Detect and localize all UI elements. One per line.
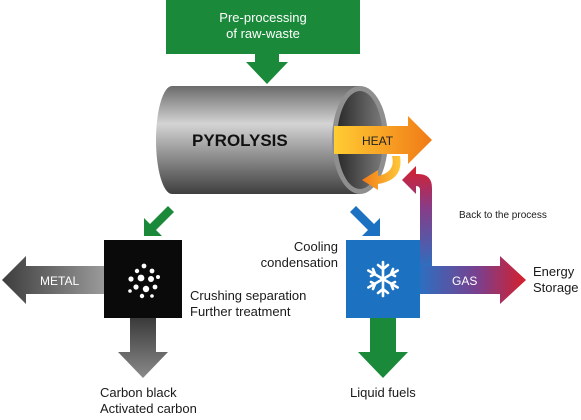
return-arrow — [402, 166, 432, 268]
pyrolysis-label: PYROLYSIS — [192, 131, 288, 150]
preprocess-box — [166, 0, 360, 54]
preprocess-line1: Pre-processing — [219, 10, 307, 25]
carbon-line1: Carbon black — [100, 385, 177, 400]
heat-label: HEAT — [362, 134, 394, 148]
preprocess-label: Pre-processing of raw-waste — [166, 10, 360, 42]
energy-label: Energy Storage — [533, 264, 579, 296]
liquid-arrow — [358, 318, 408, 378]
crushing-line1: Crushing separation — [190, 288, 307, 303]
energy-line2: Storage — [533, 280, 579, 295]
metal-label: METAL — [40, 274, 80, 288]
cooling-line1: Cooling — [293, 239, 338, 254]
gas-arrow — [420, 256, 526, 304]
dots-cluster-icon — [128, 263, 160, 299]
preprocess-arrow — [246, 54, 288, 84]
carbon-arrow — [118, 318, 168, 378]
vapor-down-arrow — [350, 206, 380, 236]
gas-label: GAS — [452, 274, 478, 288]
heat-return-curl — [362, 156, 401, 190]
heat-arrow — [334, 116, 432, 164]
crushing-label: Crushing separation Further treatment — [190, 288, 306, 320]
snowflake-icon — [366, 260, 400, 298]
cooling-label: Cooling condensation — [261, 239, 338, 271]
metal-arrow — [2, 256, 104, 304]
liquid-label: Liquid fuels — [350, 385, 416, 400]
back-to-process-label: Back to the process — [459, 210, 547, 221]
carbon-label: Carbon black Activated carbon — [100, 385, 197, 417]
energy-line1: Energy — [533, 264, 575, 279]
solid-down-arrow — [144, 206, 174, 236]
preprocess-line2: of raw-waste — [226, 26, 300, 41]
crushing-line2: Further treatment — [190, 304, 291, 319]
cooling-line2: condensation — [260, 255, 338, 270]
carbon-line2: Activated carbon — [100, 401, 197, 416]
